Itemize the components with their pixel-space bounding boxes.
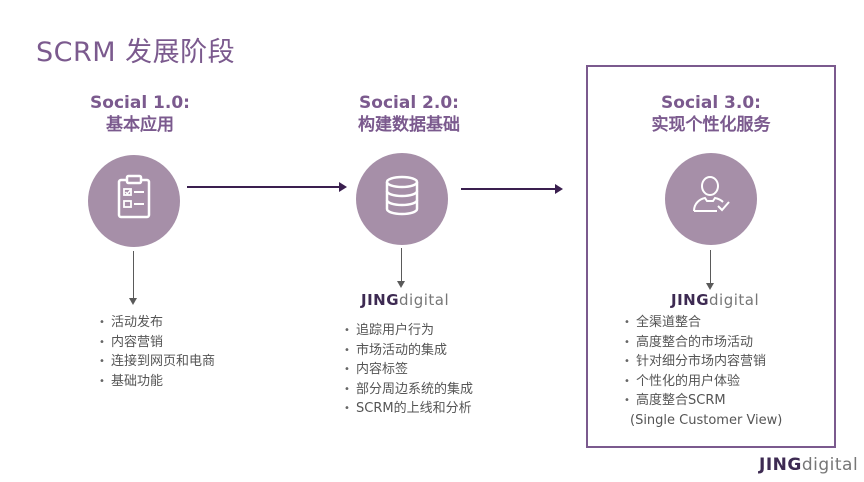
stage-3-heading-subtitle: 实现个性化服务 bbox=[651, 115, 771, 135]
list-item: 内容标签 bbox=[342, 360, 473, 380]
stage-2-heading-subtitle: 构建数据基础 bbox=[358, 115, 460, 135]
list-item: 部分周边系统的集成 bbox=[342, 380, 473, 400]
list-item: 高度整合的市场活动 bbox=[622, 333, 782, 353]
stage-2-heading-version: Social 2.0: bbox=[359, 93, 459, 113]
database-icon bbox=[385, 175, 419, 216]
stage-1-circle bbox=[88, 155, 180, 247]
arrow-stage-2-to-3 bbox=[461, 184, 563, 194]
list-item: 活动发布 bbox=[97, 313, 215, 333]
brand-logo-digital: digital bbox=[399, 291, 450, 309]
list-item-continuation: (Single Customer View) bbox=[630, 412, 783, 428]
brand-logo-digital: digital bbox=[801, 455, 859, 475]
stage-2-heading: Social 2.0: 构建数据基础 bbox=[309, 92, 509, 136]
brand-logo-jing: JING bbox=[759, 455, 802, 475]
brand-logo-jing: JING bbox=[671, 291, 710, 309]
list-item: 高度整合SCRM bbox=[622, 391, 782, 411]
page-title: SCRM 发展阶段 bbox=[36, 37, 236, 68]
stage-2-bullet-list: 追踪用户行为 市场活动的集成 内容标签 部分周边系统的集成 SCRM的上线和分析 bbox=[342, 321, 473, 419]
stage-1-heading: Social 1.0: 基本应用 bbox=[40, 92, 240, 136]
list-item: 连接到网页和电商 bbox=[97, 352, 215, 372]
user-check-icon bbox=[693, 176, 730, 212]
stage-3-heading: Social 3.0: 实现个性化服务 bbox=[611, 92, 811, 136]
stage-1-heading-subtitle: 基本应用 bbox=[106, 115, 174, 135]
arrow-stage-1-to-2 bbox=[187, 182, 347, 192]
list-item: 内容营销 bbox=[97, 333, 215, 353]
list-item: 针对细分市场内容营销 bbox=[622, 352, 782, 372]
stage-2-brand-logo: JINGdigital bbox=[361, 291, 449, 309]
list-item: 市场活动的集成 bbox=[342, 341, 473, 361]
stage-1-heading-version: Social 1.0: bbox=[90, 93, 190, 113]
stage-1-bullet-list: 活动发布 内容营销 连接到网页和电商 基础功能 bbox=[97, 313, 215, 391]
stage-3-bullet-list: 全渠道整合 高度整合的市场活动 针对细分市场内容营销 个性化的用户体验 高度整合… bbox=[622, 313, 782, 430]
list-item: 个性化的用户体验 bbox=[622, 372, 782, 392]
stage-3-heading-version: Social 3.0: bbox=[661, 93, 761, 113]
stage-3-down-arrow bbox=[706, 250, 714, 290]
stage-3-circle bbox=[665, 153, 757, 245]
list-item: 基础功能 bbox=[97, 372, 215, 392]
brand-logo-jing: JING bbox=[361, 291, 400, 309]
stage-1-down-arrow bbox=[129, 251, 137, 305]
stage-2-down-arrow bbox=[397, 248, 405, 288]
brand-logo-digital: digital bbox=[709, 291, 760, 309]
clipboard-checklist-icon bbox=[117, 174, 151, 219]
footer-brand-logo: JINGdigital bbox=[759, 455, 858, 475]
stage-3-highlight-box bbox=[586, 65, 836, 448]
stage-2-circle bbox=[356, 153, 448, 245]
stage-3-brand-logo: JINGdigital bbox=[671, 291, 759, 309]
list-item: SCRM的上线和分析 bbox=[342, 399, 473, 419]
list-item: 全渠道整合 bbox=[622, 313, 782, 333]
list-item: 追踪用户行为 bbox=[342, 321, 473, 341]
